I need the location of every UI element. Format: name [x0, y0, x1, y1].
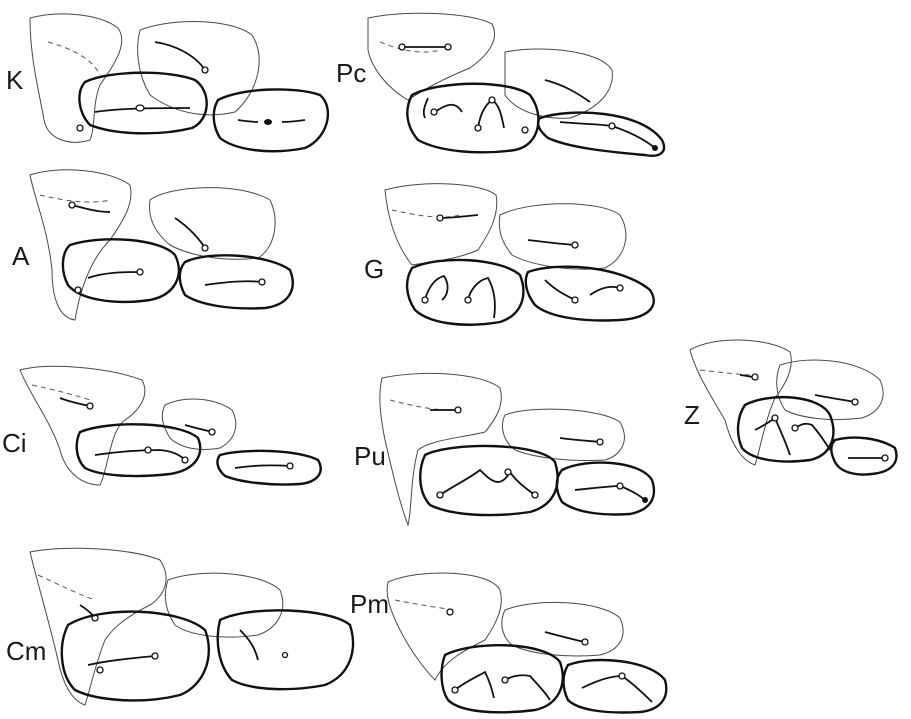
- panel-a: A: [12, 170, 293, 320]
- panel-k: K: [6, 14, 328, 151]
- panel-label-cm: Cm: [6, 636, 46, 666]
- panel-z: Z: [684, 340, 896, 474]
- panel-cm: Cm: [6, 548, 353, 705]
- panel-label-z: Z: [684, 400, 700, 430]
- panel-label-a: A: [12, 241, 30, 271]
- panel-label-k: K: [6, 65, 24, 95]
- panel-label-pm: Pm: [350, 589, 389, 619]
- panel-pu: Pu: [354, 373, 654, 525]
- panel-label-ci: Ci: [2, 428, 27, 458]
- panel-g: G: [364, 184, 654, 325]
- panel-label-g: G: [364, 254, 384, 284]
- panel-pc: Pc: [336, 13, 664, 156]
- panel-label-pc: Pc: [336, 58, 366, 88]
- panel-ci: Ci: [2, 366, 321, 485]
- panel-label-pu: Pu: [354, 441, 386, 471]
- panel-pm: Pm: [350, 573, 666, 713]
